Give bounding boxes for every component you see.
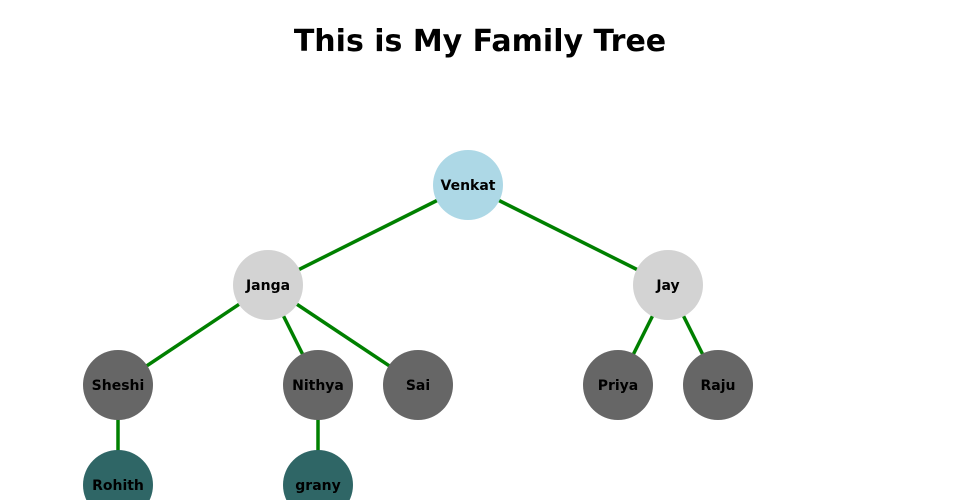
node-circle xyxy=(383,350,453,420)
node-venkat: Venkat xyxy=(433,150,503,220)
node-label: Venkat xyxy=(441,178,496,194)
node-label: Raju xyxy=(701,378,736,394)
node-janga: Janga xyxy=(233,250,303,320)
node-label: Jay xyxy=(655,278,679,294)
node-rohith: Rohith xyxy=(83,450,153,500)
node-label: Nithya xyxy=(292,378,344,394)
node-circle xyxy=(83,350,153,420)
node-grany: grany xyxy=(283,450,353,500)
node-label: Priya xyxy=(598,378,639,394)
node-circle xyxy=(283,450,353,500)
node-nithya: Nithya xyxy=(283,350,353,420)
node-circle xyxy=(433,150,503,220)
node-priya: Priya xyxy=(583,350,653,420)
node-circle xyxy=(583,350,653,420)
tree-links xyxy=(116,183,720,485)
node-circle xyxy=(683,350,753,420)
node-label: Sheshi xyxy=(92,378,145,394)
node-sheshi: Sheshi xyxy=(83,350,153,420)
link-venkat-jay xyxy=(467,183,669,287)
page-title: This is My Family Tree xyxy=(293,24,667,59)
node-label: Janga xyxy=(245,278,290,294)
node-label: grany xyxy=(295,478,340,494)
link-venkat-janga xyxy=(267,183,469,287)
node-sai: Sai xyxy=(383,350,453,420)
node-label: Sai xyxy=(406,378,430,394)
node-circle xyxy=(283,350,353,420)
node-circle xyxy=(233,250,303,320)
node-jay: Jay xyxy=(633,250,703,320)
node-circle xyxy=(633,250,703,320)
node-label: Rohith xyxy=(92,478,144,494)
node-circle xyxy=(83,450,153,500)
node-raju: Raju xyxy=(683,350,753,420)
